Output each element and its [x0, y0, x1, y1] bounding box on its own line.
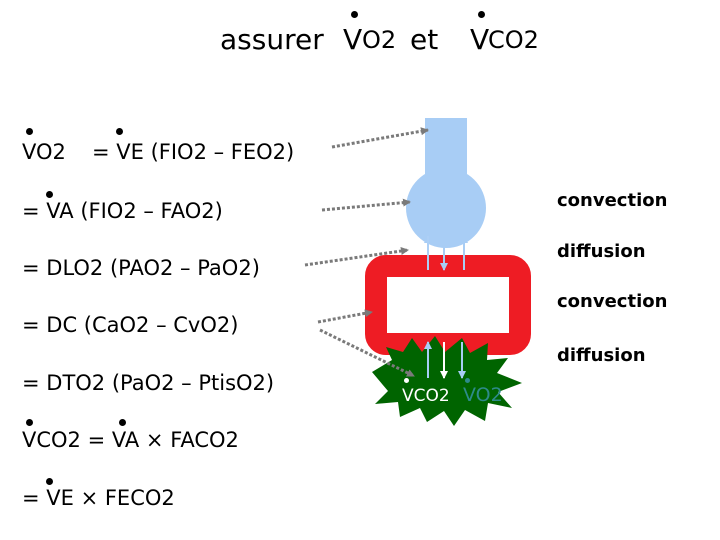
circulation-loop — [365, 255, 531, 355]
title-part1: assurer — [220, 23, 324, 56]
title-v2: V — [470, 23, 490, 56]
eq-dt: = DTO2 (PaO2 – PtisO2) — [22, 371, 275, 395]
va-dot-1 — [46, 191, 53, 198]
title-dot-2 — [478, 11, 485, 18]
title-dot-1 — [351, 11, 358, 18]
eq-vco2: VCO2 = VA × FACO2 — [22, 428, 239, 452]
title-o2: O2 — [362, 26, 397, 54]
eq-dl: = DLO2 (PAO2 – PaO2) — [22, 256, 260, 280]
vo2-dot — [26, 128, 33, 135]
connector-arrow-dl — [304, 247, 409, 267]
label-diffusion-1: diffusion — [557, 241, 646, 262]
eq-dc: = DC (CaO2 – CvO2) — [22, 313, 239, 337]
tissue-star — [372, 336, 522, 426]
title-v1: V — [343, 23, 363, 56]
va-dot-2 — [119, 419, 126, 426]
eq-ve: = VE × FECO2 — [22, 486, 175, 510]
ve-dot-2 — [46, 478, 53, 485]
connector-arrow-ve — [331, 127, 429, 149]
title-part2: et — [410, 23, 439, 56]
tissue-vco2: VCO2 — [402, 386, 450, 406]
connector-arrow-va — [321, 198, 411, 212]
title-co2: CO2 — [488, 26, 539, 54]
label-convection-1: convection — [557, 190, 668, 211]
connector-arrow-dc — [317, 309, 373, 324]
eq-vo2-rhs: = VE (FIO2 – FEO2) — [92, 140, 295, 164]
tissue-vo2-dot — [465, 378, 470, 383]
vco2-dot — [26, 419, 33, 426]
eq-vo2-left: VO2 — [22, 140, 66, 164]
label-convection-2: convection — [557, 291, 668, 312]
ve-dot-1 — [116, 128, 123, 135]
connector-arrow-dt — [319, 328, 415, 378]
tissue-vo2: VO2 — [463, 384, 503, 406]
label-diffusion-2: diffusion — [557, 345, 646, 366]
alveolus — [406, 168, 486, 248]
eq-va: = VA (FIO2 – FAO2) — [22, 199, 223, 223]
tissue-vco2-dot — [404, 378, 409, 383]
